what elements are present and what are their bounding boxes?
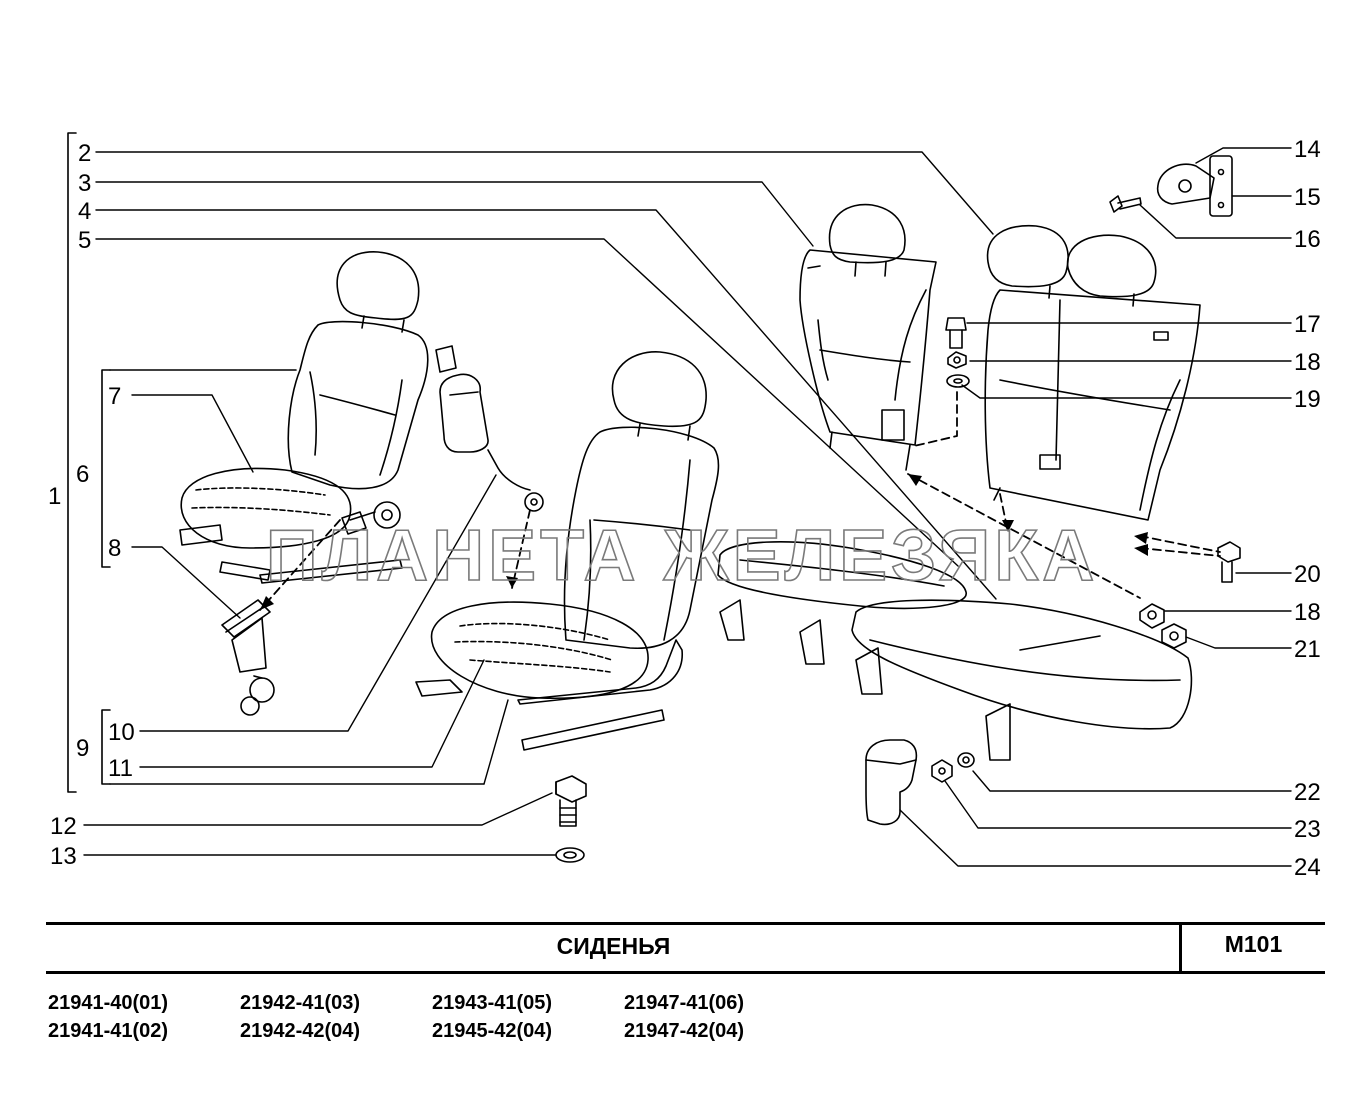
callout-21: 21 (1294, 636, 1321, 663)
callout-11: 11 (108, 755, 133, 782)
model-code: 21943-41(05) (432, 992, 553, 1014)
callout-10: 10 (108, 719, 135, 746)
callout-14: 14 (1294, 136, 1321, 163)
callout-1: 1 (48, 483, 61, 510)
washer-18-lower (1139, 603, 1165, 629)
callout-20: 20 (1294, 561, 1321, 588)
hinge-14-15 (1156, 155, 1233, 217)
bolt-12 (555, 775, 587, 827)
belt-tongue-10 (435, 345, 544, 512)
washer-22 (957, 752, 975, 768)
callout-8: 8 (108, 535, 121, 562)
title-bar: СИДЕНЬЯ M101 (46, 922, 1325, 974)
nut-21 (1161, 623, 1187, 649)
nut-23 (931, 759, 953, 783)
model-code: 21942-42(04) (240, 1020, 361, 1042)
washer-13 (555, 847, 585, 863)
callout-2: 2 (78, 140, 91, 167)
model-code: 21942-41(03) (240, 992, 361, 1014)
bumper-24 (865, 739, 918, 826)
leader-lines (83, 147, 1292, 867)
callout-17: 17 (1294, 311, 1321, 338)
arrowheads (260, 474, 1148, 610)
callout-3: 3 (78, 170, 91, 197)
model-code: 21947-42(04) (624, 1020, 745, 1042)
callout-12: 12 (50, 813, 77, 840)
group-bracket-6 (101, 369, 297, 568)
callout-24: 24 (1294, 854, 1321, 881)
callout-19: 19 (1294, 386, 1321, 413)
front-seat-right (415, 351, 720, 751)
callout-labels: 1 2 3 4 5 6 7 8 9 10 11 12 13 14 15 16 1… (48, 136, 1321, 881)
diagram-code: M101 (1224, 931, 1283, 957)
belt-buckle-8 (221, 599, 275, 716)
callout-4: 4 (78, 198, 91, 225)
rear-backrest-small (799, 203, 937, 471)
callout-5: 5 (78, 227, 91, 254)
rear-cushion-large (851, 599, 1193, 761)
watermark: ПЛАНЕТА ЖЕЛЕЗЯКА (266, 516, 1098, 596)
group-bracket-9 (101, 709, 111, 785)
washer-18-upper (947, 351, 967, 369)
washer-19 (946, 374, 970, 388)
callout-16: 16 (1294, 226, 1321, 253)
rear-backrest-large (984, 224, 1201, 521)
callout-7: 7 (108, 383, 121, 410)
model-code: 21941-40(01) (48, 992, 169, 1014)
callout-9: 9 (76, 735, 89, 762)
assembly-arrows (259, 391, 1221, 611)
model-code: 21947-41(06) (624, 992, 745, 1014)
callout-15: 15 (1294, 184, 1321, 211)
callout-18-upper: 18 (1294, 349, 1321, 376)
page-title: СИДЕНЬЯ (556, 933, 671, 959)
bolt-17 (945, 317, 967, 349)
front-seat-left (179, 251, 429, 584)
seats-parts-diagram: ПЛАНЕТА ЖЕЛЕЗЯКА 1 2 3 4 5 6 7 8 9 10 11… (48, 132, 1321, 881)
title-divider (1179, 925, 1182, 971)
model-code: 21945-42(04) (432, 1020, 553, 1042)
model-code: 21941-41(02) (48, 1020, 169, 1042)
bolt-20 (1217, 541, 1241, 583)
callout-13: 13 (50, 843, 77, 870)
callout-22: 22 (1294, 779, 1321, 806)
callout-23: 23 (1294, 816, 1321, 843)
rear-cushion-small (717, 541, 967, 665)
callout-6: 6 (76, 461, 89, 488)
callout-18-lower: 18 (1294, 599, 1321, 626)
screw-16 (1109, 195, 1142, 213)
group-bracket-1 (67, 132, 77, 793)
